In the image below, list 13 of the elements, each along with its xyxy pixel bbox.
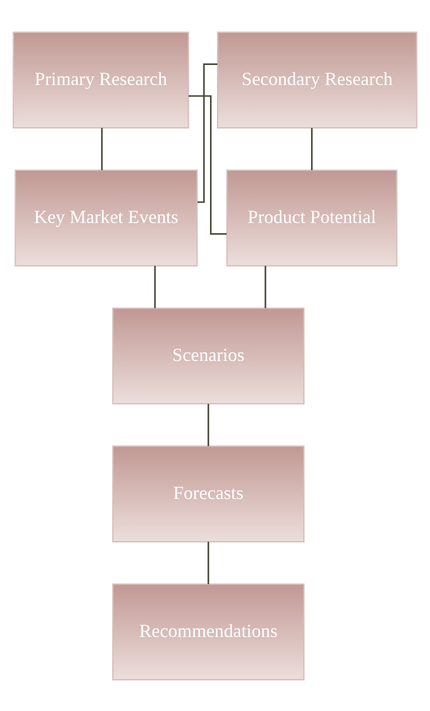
connector <box>264 265 266 308</box>
node-box: Key Market Events <box>14 169 198 266</box>
node-box: Recommendations <box>112 583 305 680</box>
node-box: Forecasts <box>112 445 305 542</box>
connector <box>311 127 313 170</box>
node-box: Primary Research <box>12 31 190 128</box>
connector <box>208 403 210 446</box>
connector <box>101 127 103 170</box>
node-box: Product Potential <box>226 169 398 266</box>
connector <box>154 265 156 308</box>
node-box: Scenarios <box>112 307 305 404</box>
connector <box>208 541 210 584</box>
node-box: Secondary Research <box>217 31 418 128</box>
